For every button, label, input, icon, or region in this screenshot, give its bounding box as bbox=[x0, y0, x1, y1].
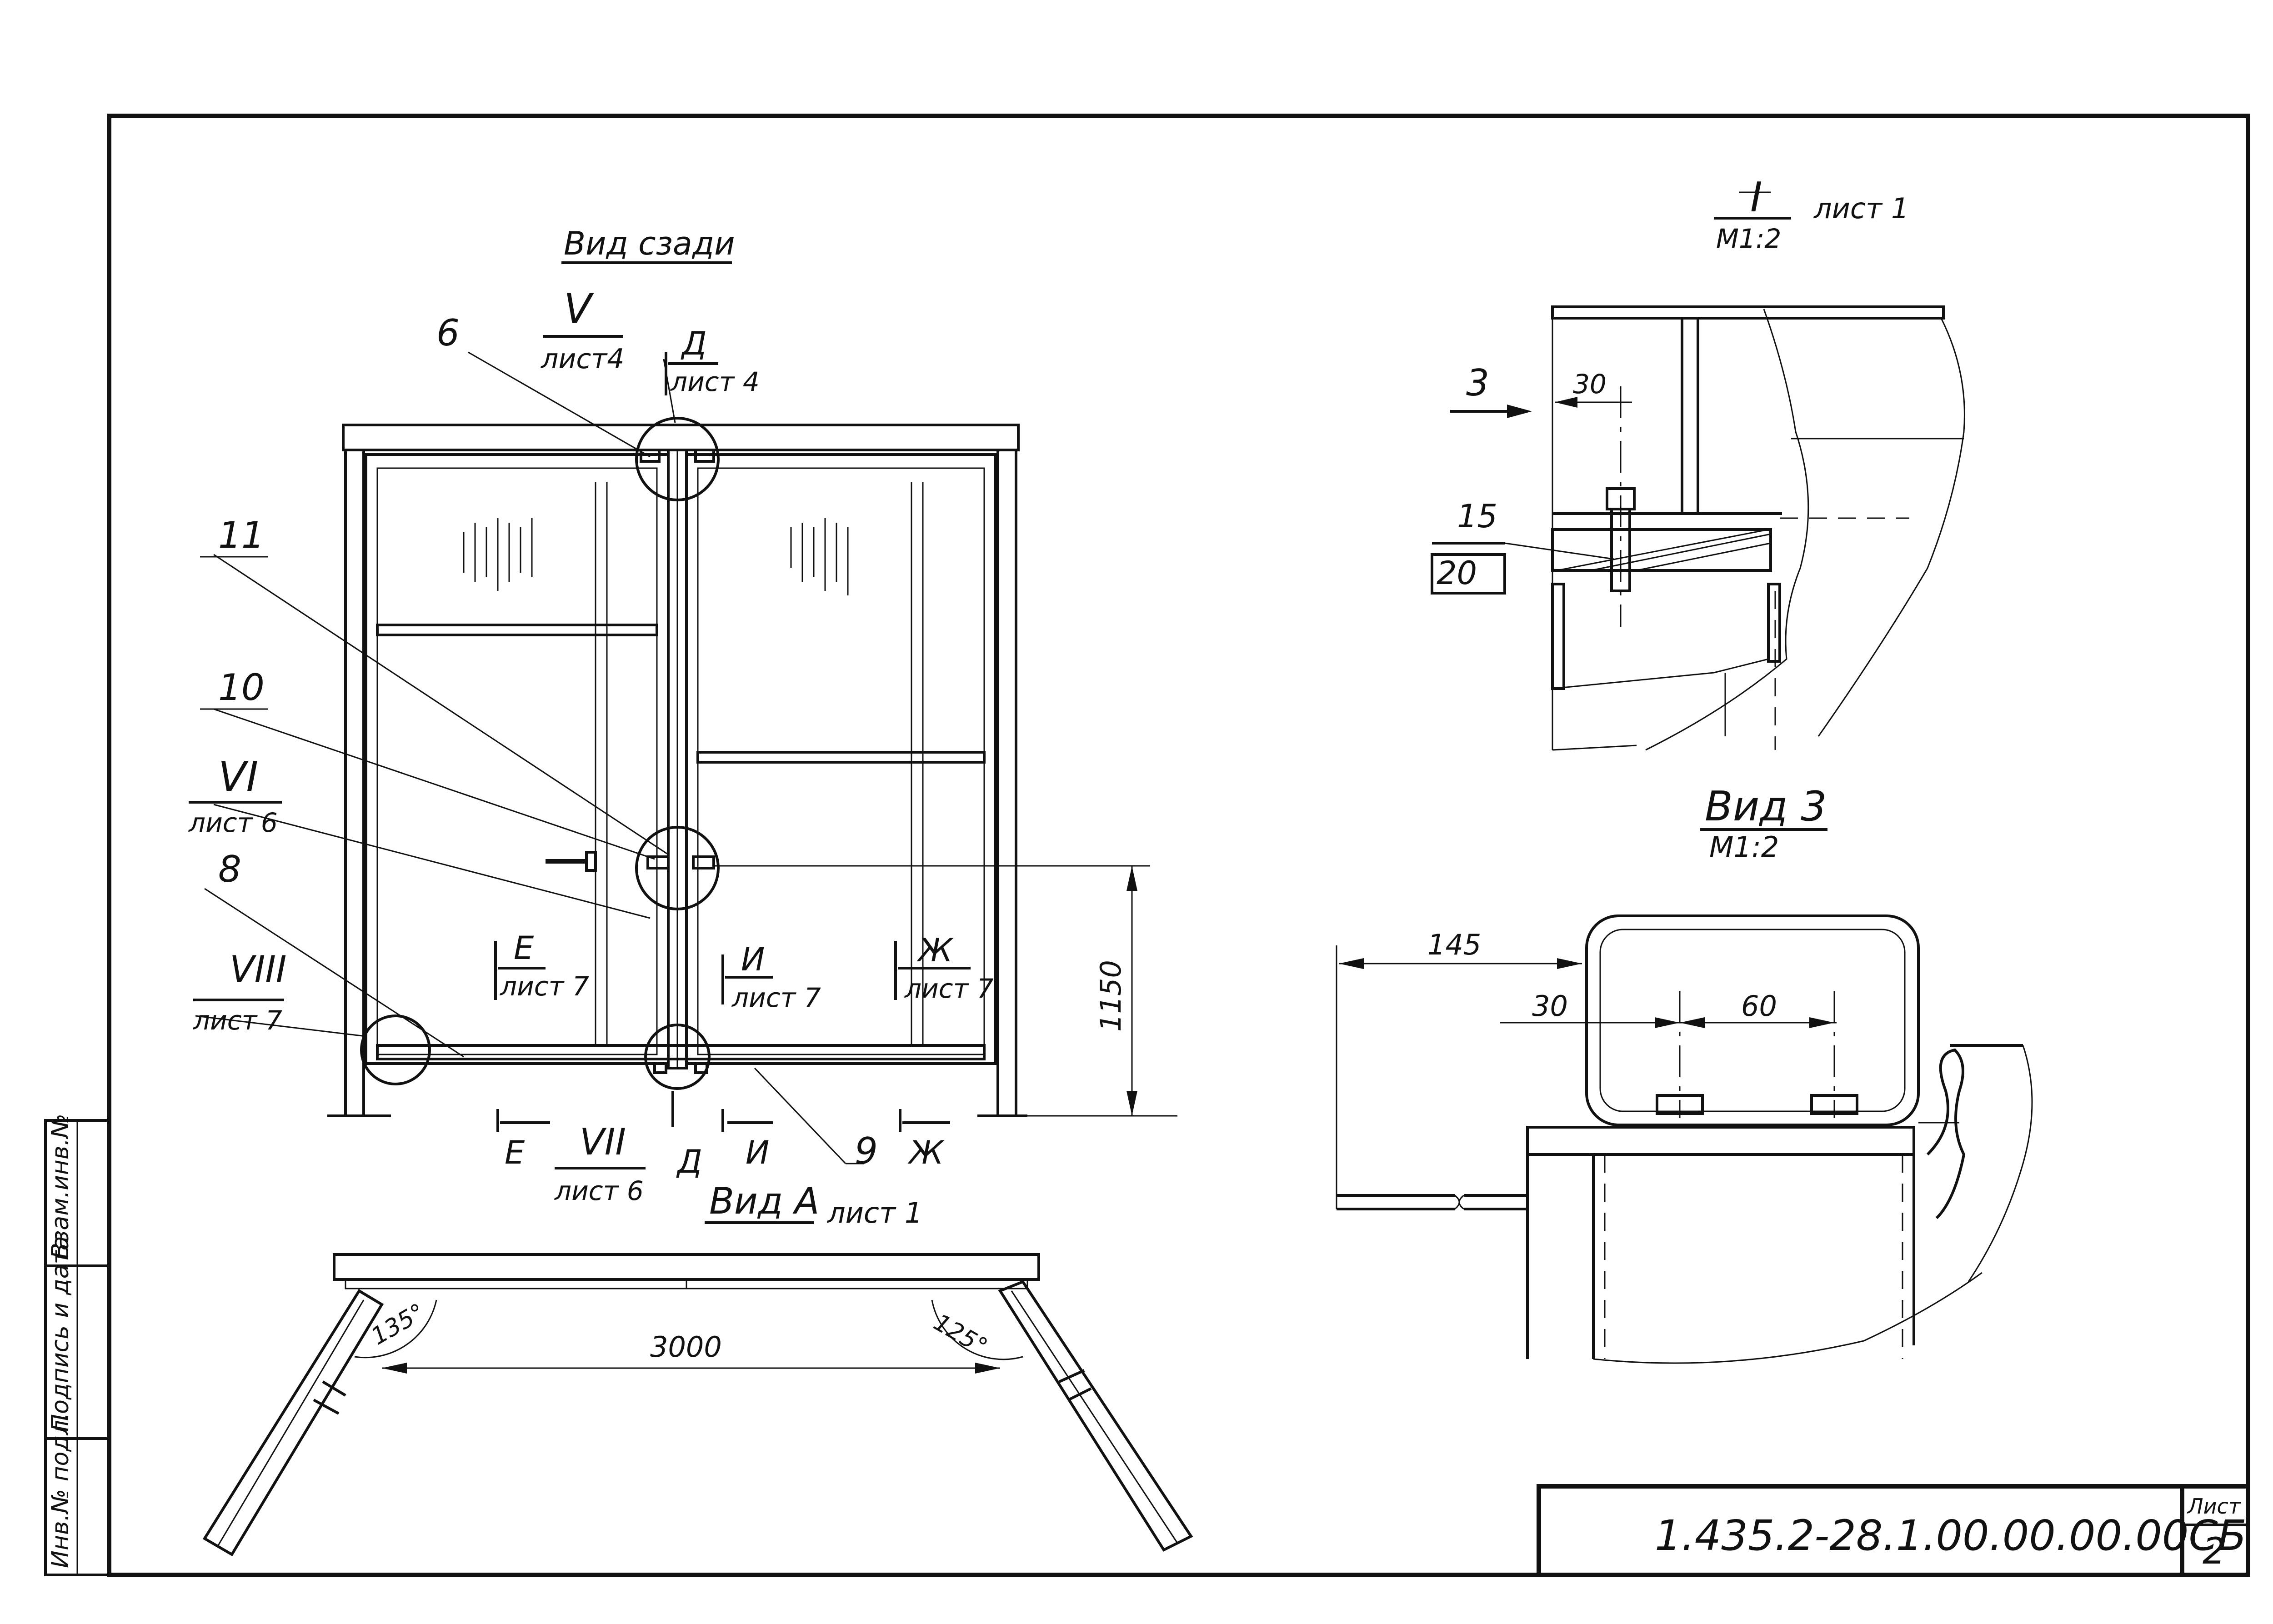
detail-I-sheet: лист 1 bbox=[1813, 192, 1909, 225]
title-block: 1.435.2-28.1.00.00.00.00СБ Лист 2 bbox=[1537, 1484, 2250, 1577]
pipe-outer bbox=[1585, 914, 1920, 1126]
node-VII-sheet: лист 6 bbox=[554, 1175, 644, 1206]
node-VII-num: VII bbox=[580, 1121, 626, 1163]
detail-I: I М1:2 лист 1 3 bbox=[1431, 174, 1965, 751]
right-post bbox=[996, 449, 1017, 1117]
stamp-podpis-data: Подпись и дата bbox=[47, 1236, 74, 1432]
glass-hatch-right bbox=[790, 518, 849, 595]
left-post bbox=[344, 449, 365, 1117]
drawing-designation: 1.435.2-28.1.00.00.00.00СБ bbox=[1655, 1511, 2247, 1560]
stamp-inv-podl: Инв.№ подл. bbox=[47, 1413, 74, 1568]
sec-D-top-letter: Д bbox=[681, 325, 707, 362]
view-3-dim-145: 145 bbox=[1427, 928, 1481, 961]
detail-I-num: I bbox=[1750, 174, 1762, 221]
callout-10: 10 bbox=[218, 666, 265, 709]
callout-8: 8 bbox=[218, 848, 241, 890]
bottom-D: Д bbox=[676, 1143, 702, 1180]
node-V-sheet: лист4 bbox=[541, 343, 624, 375]
sec-E-sheet: лист 7 bbox=[500, 971, 589, 1002]
left-leaf bbox=[202, 1289, 384, 1557]
rear-view-title: Вид сзади bbox=[564, 225, 735, 262]
sec-D-top-sheet: лист 4 bbox=[670, 366, 760, 397]
rear-view: Вид сзади bbox=[188, 225, 1177, 1206]
pos-20: 20 bbox=[1437, 555, 1477, 592]
sheet-label: Лист bbox=[2187, 1494, 2241, 1519]
sec-I-sheet: лист 7 bbox=[731, 982, 821, 1013]
dim-height-1150: 1150 bbox=[1094, 960, 1127, 1032]
view-3-dim-30: 30 bbox=[1532, 989, 1568, 1023]
node-VI-sheet: лист 6 bbox=[188, 807, 278, 838]
angle-right: 125° bbox=[929, 1309, 992, 1361]
node-circle-VIII bbox=[360, 1014, 431, 1085]
view-3-scale: М1:2 bbox=[1709, 830, 1779, 864]
bottom-I: И bbox=[746, 1134, 769, 1171]
node-VIII-sheet: лист 7 bbox=[193, 1005, 282, 1036]
stamp-vzam-inv: Взам.инв.№ bbox=[47, 1114, 74, 1259]
sec-Zh-sheet: лист 7 bbox=[904, 973, 994, 1004]
view-3-dim-60: 60 bbox=[1741, 989, 1777, 1023]
arrow-3-label: 3 bbox=[1466, 362, 1489, 404]
sec-E-letter: Е bbox=[514, 929, 534, 967]
detail-I-scale: М1:2 bbox=[1716, 223, 1781, 254]
dim-width-3000: 3000 bbox=[650, 1330, 722, 1364]
callout-11: 11 bbox=[218, 514, 265, 556]
node-VIII-num: VIII bbox=[230, 948, 287, 990]
view-3: Вид 3 М1:2 145 bbox=[1336, 783, 2033, 1364]
pos-15: 15 bbox=[1457, 498, 1497, 535]
angle-left: 135° bbox=[367, 1299, 430, 1351]
right-door bbox=[685, 453, 997, 1065]
view-3-title: Вид 3 bbox=[1705, 783, 1827, 830]
node-V-num: V bbox=[564, 285, 594, 333]
view-A-sheet: лист 1 bbox=[827, 1196, 922, 1229]
view-A: Вид А лист 1 135° 125° 3000 bbox=[202, 1180, 1193, 1557]
callout-6: 6 bbox=[436, 312, 460, 354]
node-circle-VII bbox=[644, 1024, 711, 1090]
node-circle-V bbox=[635, 417, 720, 501]
view-A-title: Вид А bbox=[709, 1180, 819, 1222]
sec-I-letter: И bbox=[741, 941, 765, 978]
side-stamp: Инв.№ подл. Подпись и дата Взам.инв.№ bbox=[47, 1114, 74, 1568]
callout-9: 9 bbox=[855, 1130, 878, 1172]
right-leaf bbox=[998, 1280, 1193, 1552]
detail-I-dim-30: 30 bbox=[1573, 369, 1607, 400]
bottom-Zh: Ж bbox=[907, 1134, 945, 1171]
sec-Zh-letter: Ж bbox=[916, 932, 954, 969]
bottom-E: Е bbox=[505, 1134, 525, 1171]
sheet-number: 2 bbox=[2203, 1530, 2226, 1572]
glass-hatch-left bbox=[463, 518, 533, 591]
node-circle-VI bbox=[635, 826, 720, 910]
sheet-frame bbox=[44, 114, 2250, 1577]
node-VI-num: VI bbox=[218, 753, 258, 801]
